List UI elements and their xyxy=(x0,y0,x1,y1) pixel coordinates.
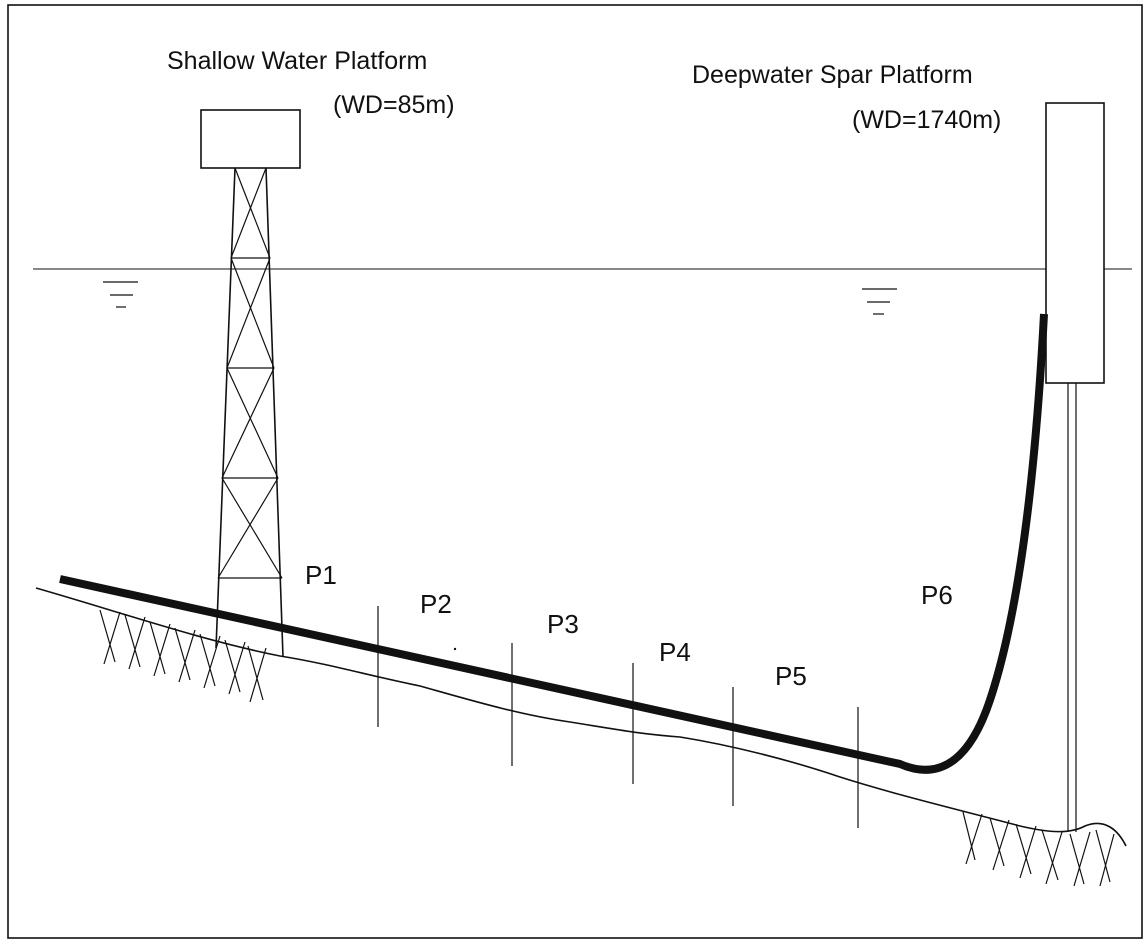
shallow-platform-depth: (WD=85m) xyxy=(333,91,455,119)
jacket-bracing xyxy=(217,167,283,579)
seabed-line xyxy=(35,587,1127,847)
jacket-legs xyxy=(215,167,284,658)
segment-label-p2: P2 xyxy=(420,589,452,619)
deep-platform-depth: (WD=1740m) xyxy=(852,106,1001,134)
segment-label-p4: P4 xyxy=(659,637,691,667)
water-level-symbol-left xyxy=(103,281,138,308)
segment-label-p6: P6 xyxy=(921,580,953,610)
spar-hull xyxy=(1045,102,1105,384)
figure-border xyxy=(7,4,1143,939)
shallow-platform-deck xyxy=(200,109,301,169)
segment-label-p1: P1 xyxy=(305,560,337,590)
speck xyxy=(453,647,457,651)
spar-tendons xyxy=(1067,383,1077,832)
seabed-hatching-right xyxy=(962,811,1115,887)
segment-label-p5: P5 xyxy=(775,661,807,691)
shallow-platform-title: Shallow Water Platform xyxy=(167,47,427,75)
seabed-hatching-left xyxy=(99,609,267,703)
segment-dividers xyxy=(377,606,859,828)
deep-platform-title: Deepwater Spar Platform xyxy=(692,61,973,89)
segment-label-p3: P3 xyxy=(547,609,579,639)
pipeline xyxy=(59,313,1048,774)
water-level-symbol-right xyxy=(862,288,897,315)
